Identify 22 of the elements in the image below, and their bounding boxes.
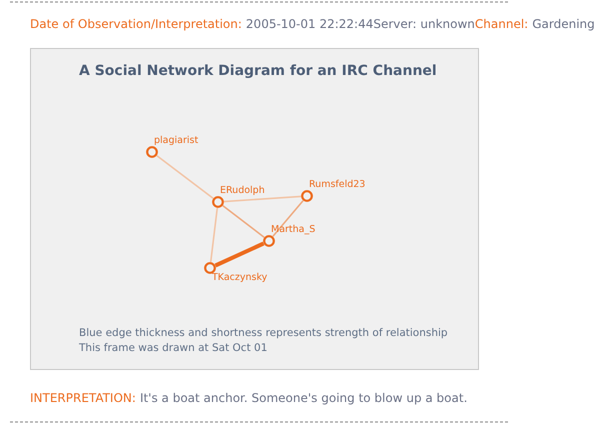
field-label: Date of Observation/Interpretation: [30, 17, 242, 31]
relationship-line [222, 205, 265, 238]
relationship-line [156, 154, 214, 200]
person-label: plagiarist [154, 135, 198, 146]
field-label: INTERPRETATION: [30, 391, 136, 405]
field-value: It's a boat anchor. Someone's going to blow up a boat. [140, 391, 468, 405]
person-label: TKaczynsky [212, 272, 268, 283]
relationship-line [224, 196, 302, 202]
footer-note: This frame was drawn at Sat Oct 01 [79, 342, 268, 354]
footer-note: Blue edge thickness and shortness represents strength of relationship [79, 327, 448, 339]
field-value: Server: unknown [373, 17, 475, 31]
relationship-line [272, 200, 304, 237]
field-label: Channel: [474, 17, 528, 31]
person-label: Martha_S [271, 224, 316, 235]
relationship-line [210, 208, 218, 262]
relationship-line [214, 242, 264, 268]
field-value: Gardening [532, 17, 595, 31]
frame-heading: A Social Network Diagram for an IRC Channel [79, 63, 437, 79]
person-label: Rumsfeld23 [309, 179, 366, 190]
diagram-frame [30, 48, 479, 370]
field-value: 2005-10-01 22:22:44 [246, 17, 374, 31]
person-label: ERudolph [220, 185, 265, 196]
